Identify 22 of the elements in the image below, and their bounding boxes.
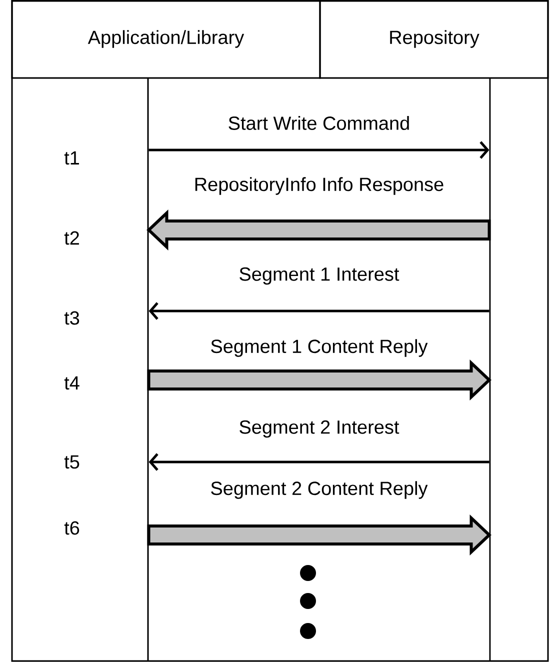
arrow [148,141,490,159]
time-label: t2 [64,231,79,245]
edge-label: Segment 1 Content Reply [209,338,429,358]
lifeline [147,77,149,662]
block-arrow [147,514,492,556]
edge-label: Segment 1 Interest [238,266,400,286]
time-label: t4 [64,376,80,390]
time-label: t1 [64,151,79,165]
edge-label: Segment 2 Content Reply [209,480,429,500]
header-cell: Repository [319,0,549,79]
edge-label: Segment 2 Interest [238,419,400,439]
block-arrow [146,210,491,250]
block-arrow [147,360,492,400]
time-label: t3 [64,311,80,325]
header-cell: Application/Library [11,0,321,79]
edge-label: RepositoryInfo Info Response [192,176,446,196]
edge-label: Start Write Command [226,115,412,131]
arrow [148,302,490,320]
time-label: t5 [64,455,80,469]
lifeline [489,77,491,662]
time-label: t6 [64,521,80,535]
arrow [148,453,490,471]
